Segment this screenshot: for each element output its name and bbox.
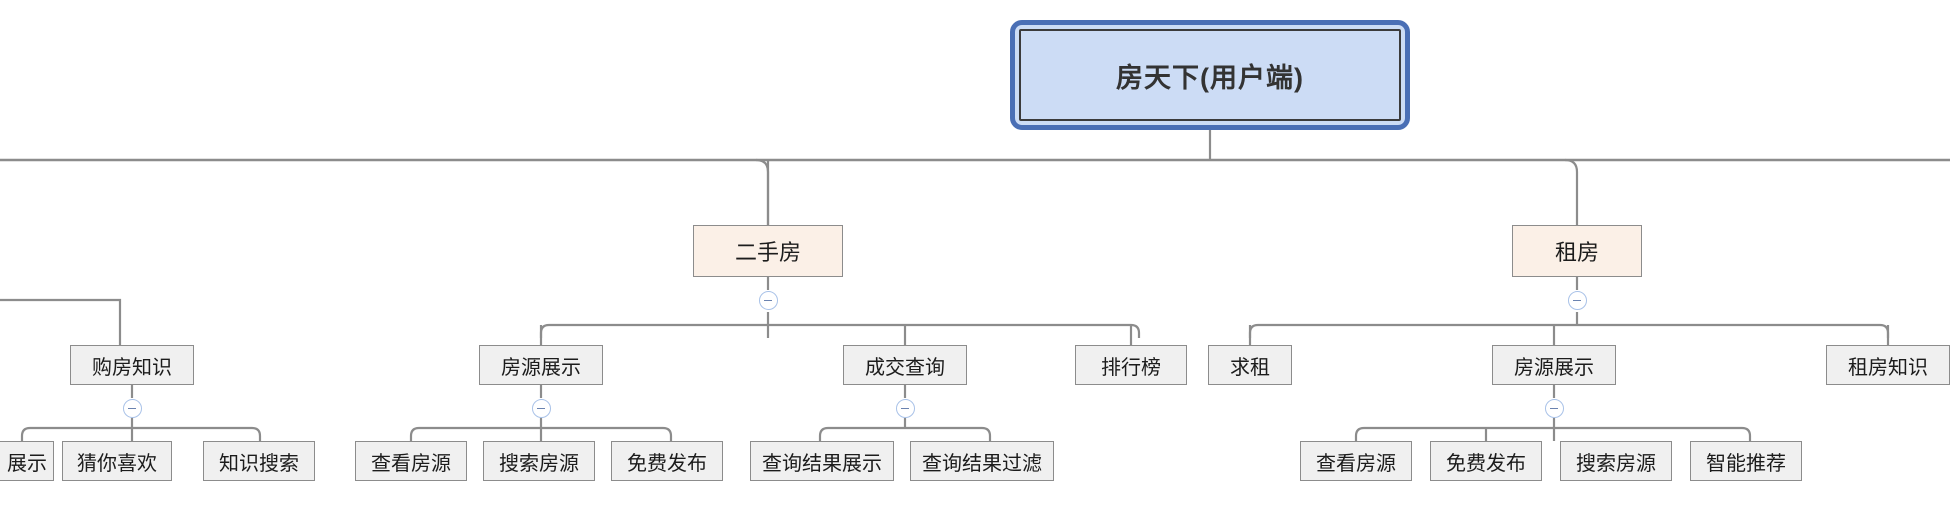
collapse-minus-icon [1550,407,1558,410]
toggle-fangyuanzhanshi-2[interactable] [1544,399,1564,418]
leaf-mianfeifabu-2[interactable]: 免费发布 [1430,441,1542,481]
node-ershoufang-label: 二手房 [734,240,801,265]
root-node-frame[interactable]: 房天下(用户端) [1010,20,1410,130]
toggle-ershoufang[interactable] [758,291,778,310]
node-qiuzu[interactable]: 求租 [1208,345,1292,385]
leaf-cainixihuan-label: 猜你喜欢 [77,452,157,475]
edge-ershoufang-elbow [755,158,770,225]
node-fangyuanzhanshi-zufang[interactable]: 房源展示 [1492,345,1616,385]
leaf-cainixihuan[interactable]: 猜你喜欢 [62,441,172,481]
node-fangyuanzhanshi-2-label: 房源展示 [1514,356,1594,379]
edge-gfzs-dist-bar [20,426,262,441]
node-zufang-label: 租房 [1554,240,1599,265]
leaf-sousuofangyuan-1[interactable]: 搜索房源 [483,441,595,481]
leaf-chakanfangyuan-1-label: 查看房源 [371,452,451,475]
leaf-sousuofangyuan-2[interactable]: 搜索房源 [1560,441,1672,481]
root-node[interactable]: 房天下(用户端) [1019,29,1401,121]
root-node-label: 房天下(用户端) [1116,62,1304,93]
toggle-goufangzhishi[interactable] [122,399,142,418]
node-qiuzu-label: 求租 [1230,356,1270,379]
node-zufangzhishi[interactable]: 租房知识 [1826,345,1950,385]
leaf-chaxunjieguozhanshi-label: 查询结果展示 [762,452,882,475]
node-goufangzhishi[interactable]: 购房知识 [70,345,194,385]
leaf-mianfeifabu-1[interactable]: 免费发布 [611,441,723,481]
collapse-minus-icon [764,299,772,302]
collapse-minus-icon [128,407,136,410]
node-fangyuanzhanshi-ershoufang[interactable]: 房源展示 [479,345,603,385]
leaf-zhanshi-clipped[interactable]: 展示 [0,441,54,481]
node-zufangzhishi-label: 租房知识 [1848,356,1928,379]
toggle-chengjiaochaxun[interactable] [895,399,915,418]
edge-cjcx-dist-bar [818,426,992,441]
leaf-chaxunjieguoguolv[interactable]: 查询结果过滤 [910,441,1054,481]
leaf-chakanfangyuan-2-label: 查看房源 [1316,452,1396,475]
leaf-chaxunjieguoguolv-label: 查询结果过滤 [922,452,1042,475]
edge-goufangzhishi-from-left [0,298,122,345]
leaf-sousuofangyuan-1-label: 搜索房源 [499,452,579,475]
node-ershoufang[interactable]: 二手房 [693,225,843,277]
edge-ershoufang-dist-bar [539,323,1141,338]
collapse-minus-icon [537,407,545,410]
edge-zufang-elbow [1564,158,1579,225]
node-goufangzhishi-label: 购房知识 [92,356,172,379]
toggle-zufang[interactable] [1567,291,1587,310]
toggle-fangyuanzhanshi-1[interactable] [531,399,551,418]
leaf-zhinengtuijian[interactable]: 智能推荐 [1690,441,1802,481]
leaf-zhanshi-label: 展示 [7,452,47,475]
leaf-sousuofangyuan-2-label: 搜索房源 [1576,452,1656,475]
leaf-zhinengtuijian-label: 智能推荐 [1706,452,1786,475]
leaf-mianfeifabu-1-label: 免费发布 [627,452,707,475]
collapse-minus-icon [1573,299,1581,302]
edge-zufang-dist-bar [1248,323,1890,338]
node-paihangbang[interactable]: 排行榜 [1075,345,1187,385]
collapse-minus-icon [901,407,909,410]
leaf-chaxunjieguozhanshi[interactable]: 查询结果展示 [750,441,894,481]
node-chengjiaochaxun-label: 成交查询 [865,356,945,379]
leaf-chakanfangyuan-2[interactable]: 查看房源 [1300,441,1412,481]
node-zufang[interactable]: 租房 [1512,225,1642,277]
node-fangyuanzhanshi-1-label: 房源展示 [501,356,581,379]
node-paihangbang-label: 排行榜 [1101,356,1161,379]
leaf-chakanfangyuan-1[interactable]: 查看房源 [355,441,467,481]
leaf-zhishisousuo[interactable]: 知识搜索 [203,441,315,481]
leaf-zhishisousuo-label: 知识搜索 [219,452,299,475]
leaf-mianfeifabu-2-label: 免费发布 [1446,452,1526,475]
node-chengjiaochaxun[interactable]: 成交查询 [843,345,967,385]
